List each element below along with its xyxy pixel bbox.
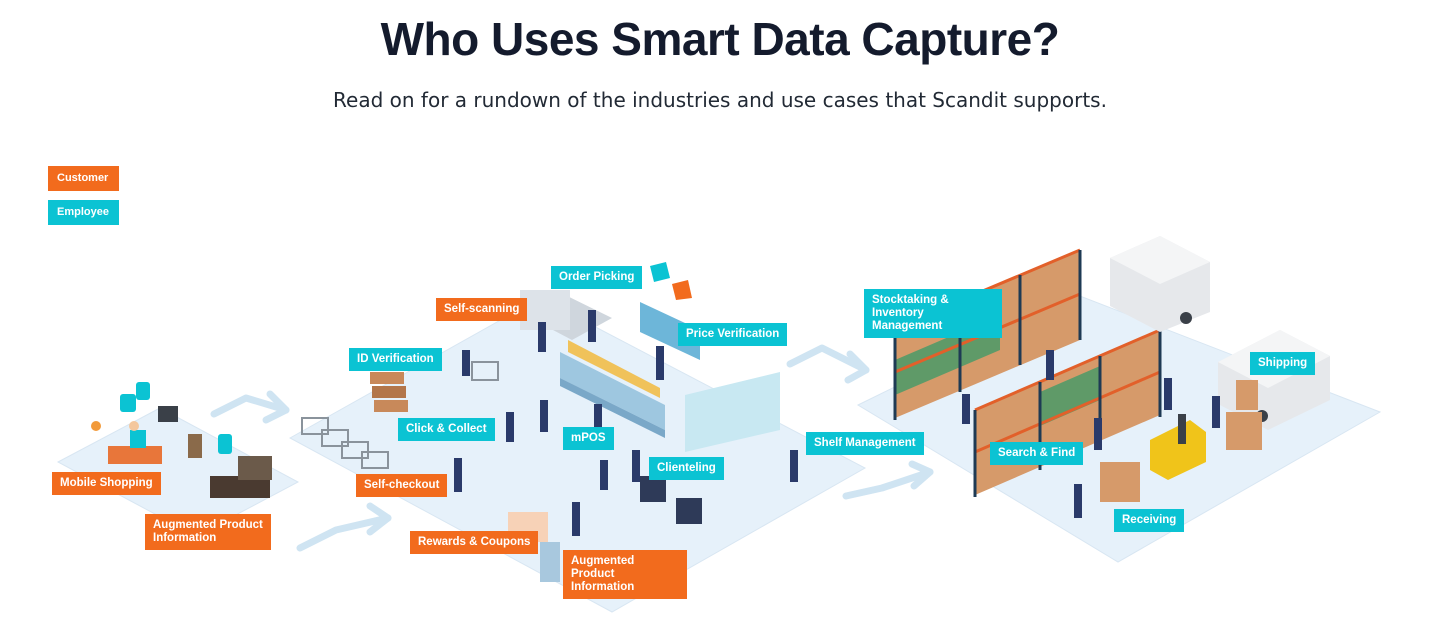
- home-scene: [91, 382, 272, 498]
- legend-customer: Customer: [48, 166, 119, 191]
- label-self-scanning: Self-scanning: [436, 298, 528, 321]
- flow-arrow: [262, 390, 290, 424]
- store-scene: [301, 262, 798, 582]
- clothing-racks: [640, 476, 702, 524]
- phone-icon: [218, 434, 232, 454]
- flow-arrow: [844, 350, 870, 384]
- price-tag-icon: [672, 280, 692, 300]
- label-self-checkout: Self-checkout: [356, 474, 448, 497]
- truck-icon: [1110, 236, 1210, 332]
- phone-icon: [136, 382, 150, 400]
- page-subtitle: Read on for a rundown of the industries …: [333, 88, 1107, 112]
- label-mpos: mPOS: [563, 427, 614, 450]
- label-id-verification: ID Verification: [349, 348, 442, 371]
- tv-icon: [158, 406, 178, 422]
- forklift-icon: [1150, 414, 1206, 480]
- label-shelf-management: Shelf Management: [806, 432, 924, 455]
- flow-arrow: [296, 514, 392, 552]
- label-price-verification: Price Verification: [678, 323, 788, 346]
- people: [962, 350, 1220, 518]
- label-click-collect: Click & Collect: [398, 418, 495, 441]
- label-order-picking: Order Picking: [551, 266, 643, 289]
- flow-arrow: [786, 344, 870, 374]
- flow-arrow: [908, 460, 934, 490]
- label-mobile-shopping: Mobile Shopping: [52, 472, 161, 495]
- product-shelves: [560, 302, 780, 452]
- label-rewards-coupons: Rewards & Coupons: [410, 531, 539, 554]
- phone-icon: [120, 394, 136, 412]
- price-tag-icon: [650, 262, 670, 282]
- label-receiving: Receiving: [1114, 509, 1185, 532]
- label-stocktaking-inventory-management: Stocktaking & Inventory Management: [864, 289, 1002, 338]
- people: [454, 310, 798, 536]
- label-shipping: Shipping: [1250, 352, 1316, 375]
- flow-arrow: [842, 468, 934, 500]
- label-augmented-product-information-store: Augmented Product Information: [563, 550, 687, 599]
- label-search-find: Search & Find: [990, 442, 1084, 465]
- flow-arrow: [366, 502, 392, 536]
- home-floor: [56, 407, 300, 537]
- shopping-carts: [301, 361, 499, 469]
- flow-arrows: [210, 344, 934, 552]
- page-title: Who Uses Smart Data Capture?: [380, 13, 1060, 65]
- flow-arrow: [210, 394, 290, 418]
- label-clienteling: Clienteling: [649, 457, 724, 480]
- store-floor: [288, 297, 867, 613]
- legend-employee: Employee: [48, 200, 119, 225]
- label-augmented-product-information-home: Augmented Product Information: [145, 514, 271, 550]
